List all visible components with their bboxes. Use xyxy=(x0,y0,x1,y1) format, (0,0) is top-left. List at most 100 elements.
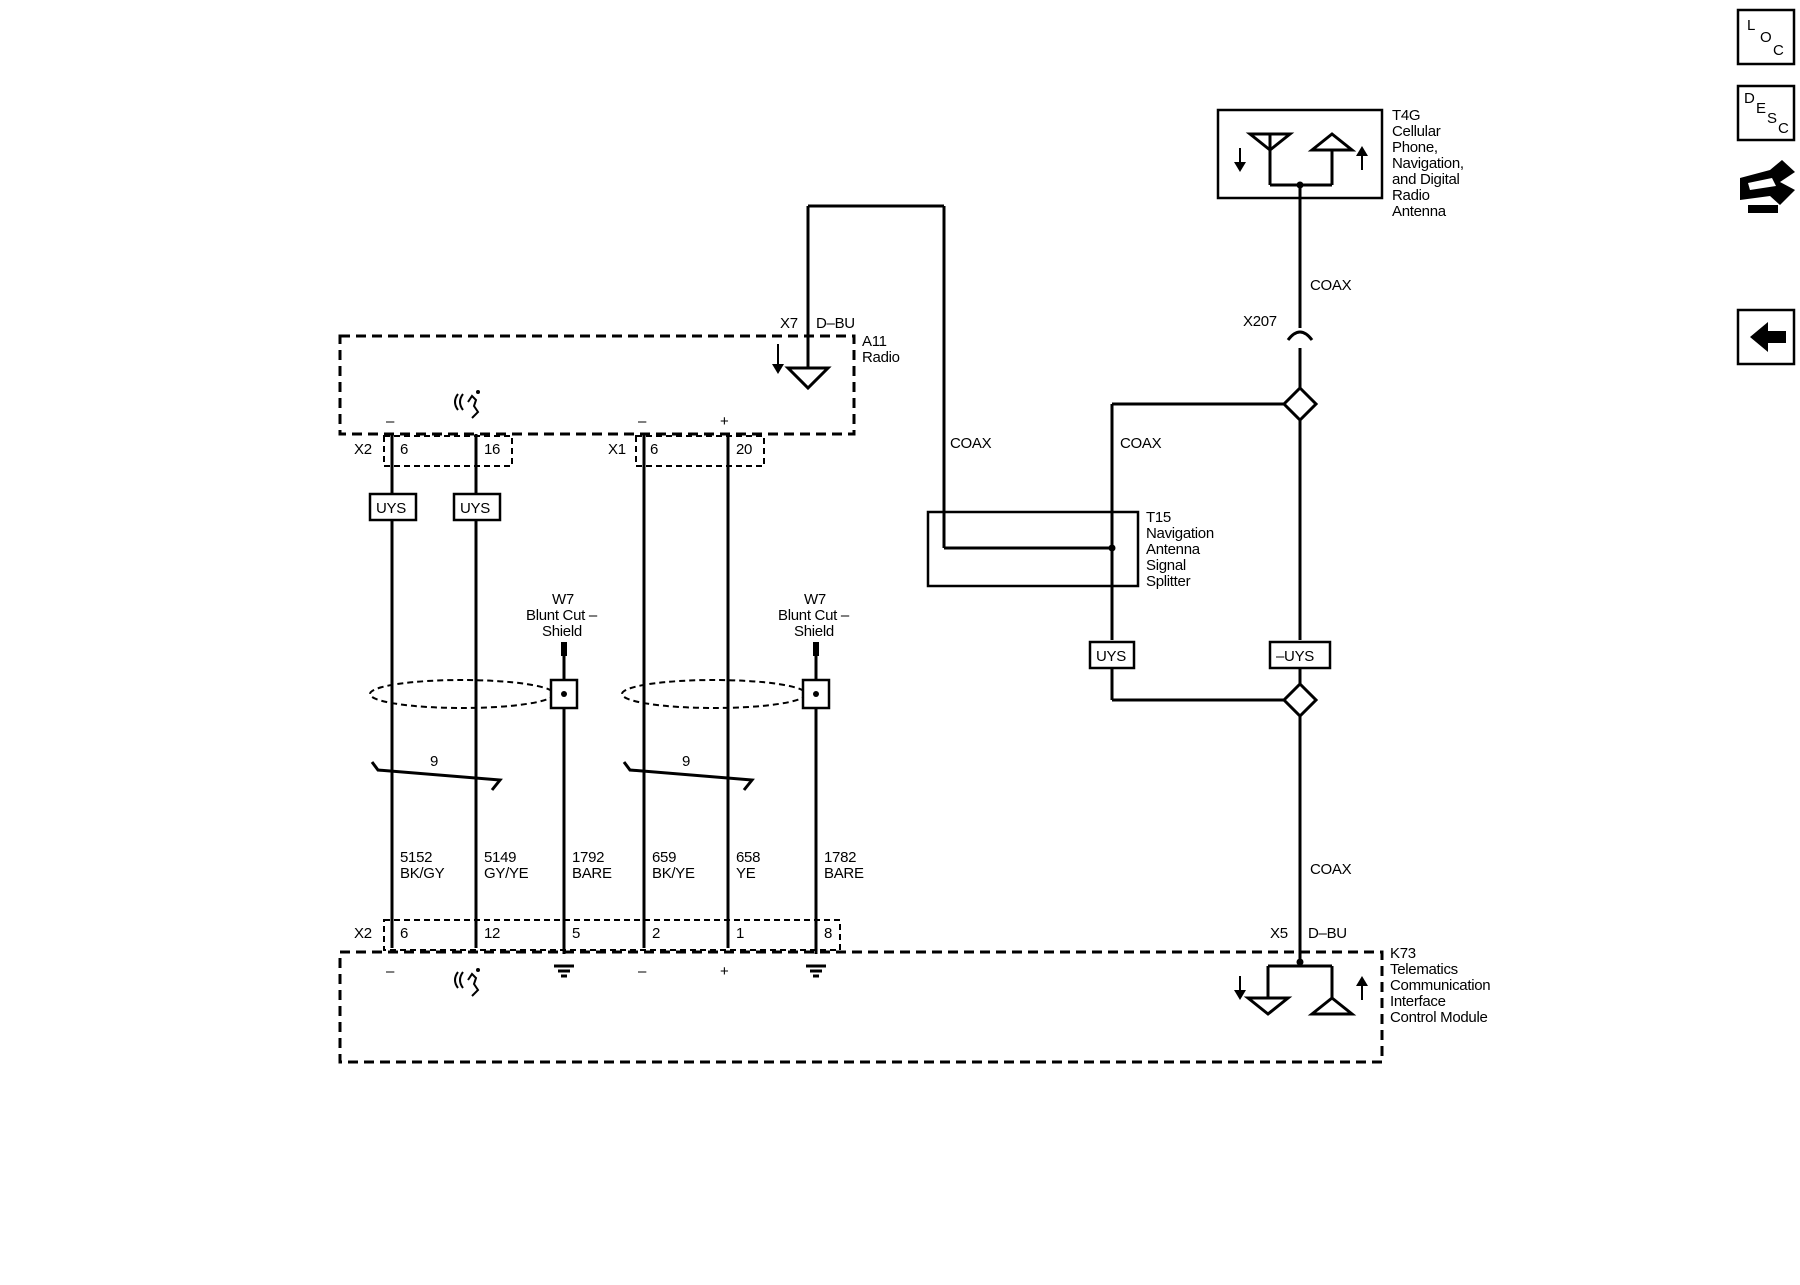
desc-letter-c: C xyxy=(1778,120,1789,137)
coax-label-splitter: COAX xyxy=(1120,435,1162,452)
desc-letter-e: E xyxy=(1756,100,1766,117)
wire-label-1792: 1792 BARE xyxy=(572,849,612,882)
module-x2-pin-2: 2 xyxy=(652,925,660,942)
svg-text:Blunt Cut –: Blunt Cut – xyxy=(778,607,850,624)
twist-mark-1: 9 xyxy=(370,753,503,791)
module-polarity-2: – xyxy=(638,963,647,980)
svg-text:Communication: Communication xyxy=(1390,977,1490,994)
t4g-antenna xyxy=(1216,108,1384,200)
svg-text:Control Module: Control Module xyxy=(1390,1009,1488,1026)
loc-letter-l: L xyxy=(1747,17,1755,34)
shield-label-2: W7 Blunt Cut – Shield xyxy=(778,591,850,640)
desc-letter-d: D xyxy=(1744,90,1755,107)
t15-splitter xyxy=(926,510,1140,588)
svg-text:T4G: T4G xyxy=(1392,107,1420,124)
wire-label-5149: 5149 GY/YE xyxy=(484,849,529,882)
a11-label: A11 Radio xyxy=(862,333,900,366)
svg-text:Antenna: Antenna xyxy=(1392,203,1447,220)
svg-text:BARE: BARE xyxy=(572,865,612,882)
svg-text:Navigation,: Navigation, xyxy=(1392,155,1464,172)
svg-text:9: 9 xyxy=(682,753,690,770)
radio-x1-label: X1 xyxy=(608,441,626,458)
module-x2-pin-12: 12 xyxy=(484,925,500,942)
desc-letter-s: S xyxy=(1767,110,1777,127)
radio-x1-pin-6: 6 xyxy=(650,441,658,458)
svg-text:Interface: Interface xyxy=(1390,993,1446,1010)
svg-text:Blunt Cut –: Blunt Cut – xyxy=(526,607,598,624)
loc-letter-o: O xyxy=(1760,29,1771,46)
module-x2-label: X2 xyxy=(354,925,372,942)
radio-x2-pin-16: 16 xyxy=(484,441,500,458)
loc-letter-c: C xyxy=(1773,42,1784,59)
module-x2-pin-8: 8 xyxy=(824,925,832,942)
ground-icon-1782 xyxy=(806,964,826,978)
radio-polarity-2: – xyxy=(638,413,647,430)
wire-label-659: 659 BK/YE xyxy=(652,849,695,882)
desc-button[interactable]: D E S C xyxy=(1736,84,1796,142)
svg-text:UYS: UYS xyxy=(376,500,406,517)
uys-box-wire-1: UYS xyxy=(368,492,418,522)
svg-text:Shield: Shield xyxy=(542,623,582,640)
svg-text:BARE: BARE xyxy=(824,865,864,882)
uys-box-wire-2: UYS xyxy=(452,492,502,522)
svg-text:Signal: Signal xyxy=(1146,557,1186,574)
svg-text:GY/YE: GY/YE xyxy=(484,865,529,882)
back-arrow-icon xyxy=(1750,322,1786,352)
t4g-label: T4G Cellular Phone, Navigation, and Digi… xyxy=(1392,107,1464,220)
coax-junction-upper xyxy=(1281,385,1319,423)
uys-box-antenna: –UYS xyxy=(1268,640,1332,670)
svg-text:BK/GY: BK/GY xyxy=(400,865,445,882)
module-polarity-3: + xyxy=(720,963,729,980)
loc-button[interactable]: L O C xyxy=(1736,8,1796,66)
svg-text:Splitter: Splitter xyxy=(1146,573,1191,590)
svg-text:Telematics: Telematics xyxy=(1390,961,1458,978)
svg-text:Navigation: Navigation xyxy=(1146,525,1214,542)
svg-text:5152: 5152 xyxy=(400,849,432,866)
svg-text:Radio: Radio xyxy=(1392,187,1430,204)
connector-tool-icon[interactable] xyxy=(1740,160,1795,213)
wire-label-1782: 1782 BARE xyxy=(824,849,864,882)
svg-text:–UYS: –UYS xyxy=(1276,648,1314,665)
svg-text:5149: 5149 xyxy=(484,849,516,866)
wire-label-5152: 5152 BK/GY xyxy=(400,849,445,882)
svg-text:659: 659 xyxy=(652,849,676,866)
coax-junction-lower xyxy=(1281,681,1319,719)
x5-connector-label: X5 xyxy=(1270,925,1288,942)
svg-text:A11: A11 xyxy=(862,333,887,350)
t15-label: T15 Navigation Antenna Signal Splitter xyxy=(1146,509,1214,590)
ground-icon-1792 xyxy=(554,964,574,978)
radio-x2-pin-6: 6 xyxy=(400,441,408,458)
svg-text:W7: W7 xyxy=(804,591,826,608)
shield-ellipse-2 xyxy=(621,678,831,710)
svg-text:658: 658 xyxy=(736,849,760,866)
x207-connector-label: X207 xyxy=(1243,313,1277,330)
k73-telematics-module xyxy=(338,950,1384,1064)
svg-text:K73: K73 xyxy=(1390,945,1416,962)
svg-text:and Digital: and Digital xyxy=(1392,171,1460,188)
twist-mark-2: 9 xyxy=(622,753,755,791)
uys-box-splitter: UYS xyxy=(1088,640,1136,670)
x207-connector xyxy=(1286,330,1314,341)
svg-text:UYS: UYS xyxy=(460,500,490,517)
svg-text:Shield: Shield xyxy=(794,623,834,640)
wire-label-658: 658 YE xyxy=(736,849,760,882)
coax-label-antenna: COAX xyxy=(1310,277,1352,294)
a11-radio-module xyxy=(338,334,856,436)
module-x2-pin-5: 5 xyxy=(572,925,580,942)
module-polarity-1: – xyxy=(386,963,395,980)
svg-text:YE: YE xyxy=(736,865,756,882)
shield-ellipse-1 xyxy=(369,678,579,710)
back-arrow-button[interactable] xyxy=(1736,308,1796,366)
radio-x2-label: X2 xyxy=(354,441,372,458)
module-x2-pin-1: 1 xyxy=(736,925,744,942)
module-x2-pin-6: 6 xyxy=(400,925,408,942)
svg-text:Cellular: Cellular xyxy=(1392,123,1441,140)
svg-text:Antenna: Antenna xyxy=(1146,541,1201,558)
k73-label: K73 Telematics Communication Interface C… xyxy=(1390,945,1491,1026)
radio-polarity-1: – xyxy=(386,413,395,430)
audio-symbol-icon-module xyxy=(454,968,480,997)
coax-label-radio: COAX xyxy=(950,435,992,452)
svg-text:Radio: Radio xyxy=(862,349,900,366)
svg-text:T15: T15 xyxy=(1146,509,1171,526)
